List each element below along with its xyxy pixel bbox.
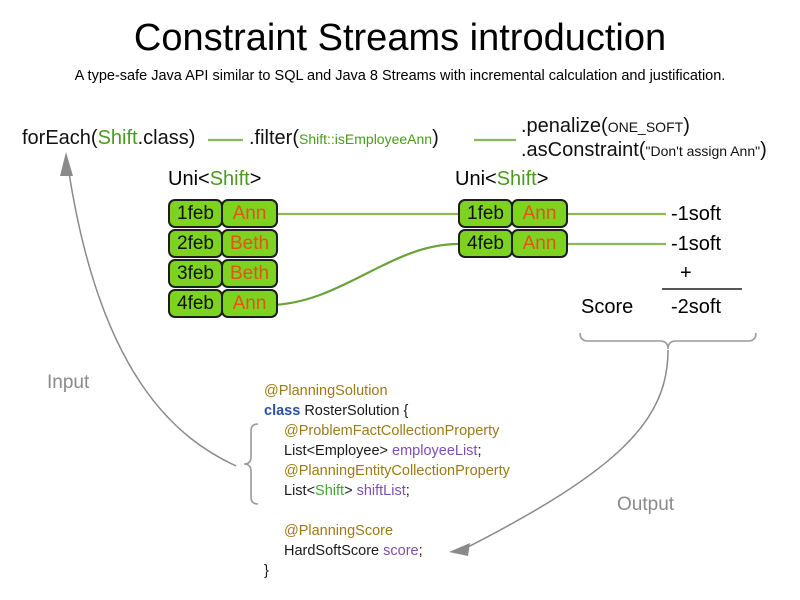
code-line: @ProblemFactCollectionProperty bbox=[264, 421, 510, 441]
code-class-decl: RosterSolution { bbox=[300, 403, 409, 419]
code-type: List<Employee> bbox=[284, 443, 393, 459]
code-annotation: @ProblemFactCollectionProperty bbox=[284, 423, 500, 439]
page-subtitle: A type-safe Java API similar to SQL and … bbox=[74, 68, 726, 84]
stream-line-4feb bbox=[267, 242, 459, 307]
code-annotation: @PlanningEntityCollectionProperty bbox=[284, 463, 510, 479]
shift-date: 2feb bbox=[168, 229, 223, 258]
api-penalize-call[interactable]: .penalize(ONE_SOFT) bbox=[521, 114, 690, 139]
shift-date: 4feb bbox=[168, 289, 223, 318]
foreach-prefix: forEach( bbox=[22, 127, 98, 149]
filter-suffix: ) bbox=[432, 127, 439, 149]
shift-employee: Ann bbox=[511, 229, 568, 258]
penalize-suffix: ) bbox=[683, 115, 690, 137]
code-fields-brace bbox=[243, 423, 259, 505]
page-title: Constraint Streams introduction bbox=[133, 17, 667, 59]
shift-date: 1feb bbox=[168, 199, 223, 228]
shift-employee: Ann bbox=[221, 289, 278, 318]
penalize-prefix: .penalize( bbox=[521, 115, 608, 137]
score-brace bbox=[579, 332, 757, 350]
score-total: -2soft bbox=[671, 296, 722, 318]
code-block: @PlanningSolution class RosterSolution {… bbox=[264, 381, 510, 581]
code-close-brace: } bbox=[264, 563, 269, 579]
code-type: HardSoftScore bbox=[284, 543, 384, 559]
api-foreach-call[interactable]: forEach(Shift.class) bbox=[22, 126, 195, 150]
code-line: @PlanningScore bbox=[264, 521, 510, 541]
filter-prefix: .filter( bbox=[249, 127, 299, 149]
shift-employee: Ann bbox=[221, 199, 278, 228]
asconstraint-suffix: ) bbox=[760, 139, 767, 161]
score-impact-1: -1soft bbox=[671, 203, 722, 225]
penalize-arg: ONE_SOFT bbox=[607, 119, 684, 135]
score-plus-operator: + bbox=[680, 262, 692, 284]
shift-employee: Ann bbox=[511, 199, 568, 228]
uni-right-prefix: Uni< bbox=[455, 168, 497, 190]
code-annotation: @PlanningScore bbox=[284, 523, 394, 539]
code-field: shiftList bbox=[356, 483, 406, 499]
input-arrowhead bbox=[60, 152, 73, 176]
shift-row[interactable]: 3feb Beth bbox=[168, 259, 278, 288]
uni-right-suffix: > bbox=[536, 168, 549, 190]
code-line: } bbox=[264, 561, 510, 581]
score-label: Score bbox=[581, 296, 634, 318]
code-field: employeeList bbox=[392, 443, 478, 459]
api-filter-call[interactable]: .filter(Shift::isEmployeeAnn) bbox=[249, 126, 439, 151]
shift-employee: Beth bbox=[221, 259, 278, 288]
code-line: class RosterSolution { bbox=[264, 401, 510, 421]
code-tail: ; bbox=[418, 543, 423, 559]
score-sum-rule bbox=[662, 288, 742, 290]
code-line: List<Employee> employeeList; bbox=[264, 441, 510, 461]
shift-row[interactable]: 1feb Ann bbox=[168, 199, 278, 228]
code-tail: ; bbox=[477, 443, 482, 459]
shift-row[interactable]: 4feb Ann bbox=[168, 289, 278, 318]
api-asconstraint-call[interactable]: .asConstraint("Don't assign Ann") bbox=[521, 138, 767, 163]
output-label: Output bbox=[617, 494, 675, 515]
code-type-pre: List< bbox=[284, 483, 316, 499]
code-blank-line bbox=[264, 501, 510, 521]
code-type-generic: Shift bbox=[315, 483, 345, 499]
shift-date: 3feb bbox=[168, 259, 223, 288]
code-line: @PlanningEntityCollectionProperty bbox=[264, 461, 510, 481]
uni-label-left: Uni<Shift> bbox=[168, 167, 261, 191]
code-keyword: class bbox=[264, 403, 301, 419]
shift-date: 1feb bbox=[458, 199, 513, 228]
shift-row[interactable]: 4feb Ann bbox=[458, 229, 568, 258]
code-annotation: @PlanningSolution bbox=[264, 383, 388, 399]
input-label: Input bbox=[47, 372, 90, 393]
shift-row[interactable]: 2feb Beth bbox=[168, 229, 278, 258]
uni-label-right: Uni<Shift> bbox=[455, 167, 548, 191]
score-impact-2: -1soft bbox=[671, 233, 722, 255]
foreach-suffix: .class) bbox=[137, 127, 196, 149]
asconstraint-arg: "Don't assign Ann" bbox=[645, 143, 761, 159]
uni-left-prefix: Uni< bbox=[168, 168, 210, 190]
code-field: score bbox=[383, 543, 419, 559]
shift-row[interactable]: 1feb Ann bbox=[458, 199, 568, 228]
uni-left-type: Shift bbox=[209, 168, 250, 190]
filter-arg: Shift::isEmployeeAnn bbox=[299, 131, 433, 147]
asconstraint-prefix: .asConstraint( bbox=[521, 139, 646, 161]
code-type-post: > bbox=[344, 483, 357, 499]
shift-date: 4feb bbox=[458, 229, 513, 258]
code-line: @PlanningSolution bbox=[264, 381, 510, 401]
foreach-type: Shift bbox=[97, 127, 138, 149]
code-tail: ; bbox=[405, 483, 410, 499]
code-line: List<Shift> shiftList; bbox=[264, 481, 510, 501]
shift-employee: Beth bbox=[221, 229, 278, 258]
uni-right-type: Shift bbox=[496, 168, 537, 190]
code-line: HardSoftScore score; bbox=[264, 541, 510, 561]
uni-left-suffix: > bbox=[249, 168, 262, 190]
